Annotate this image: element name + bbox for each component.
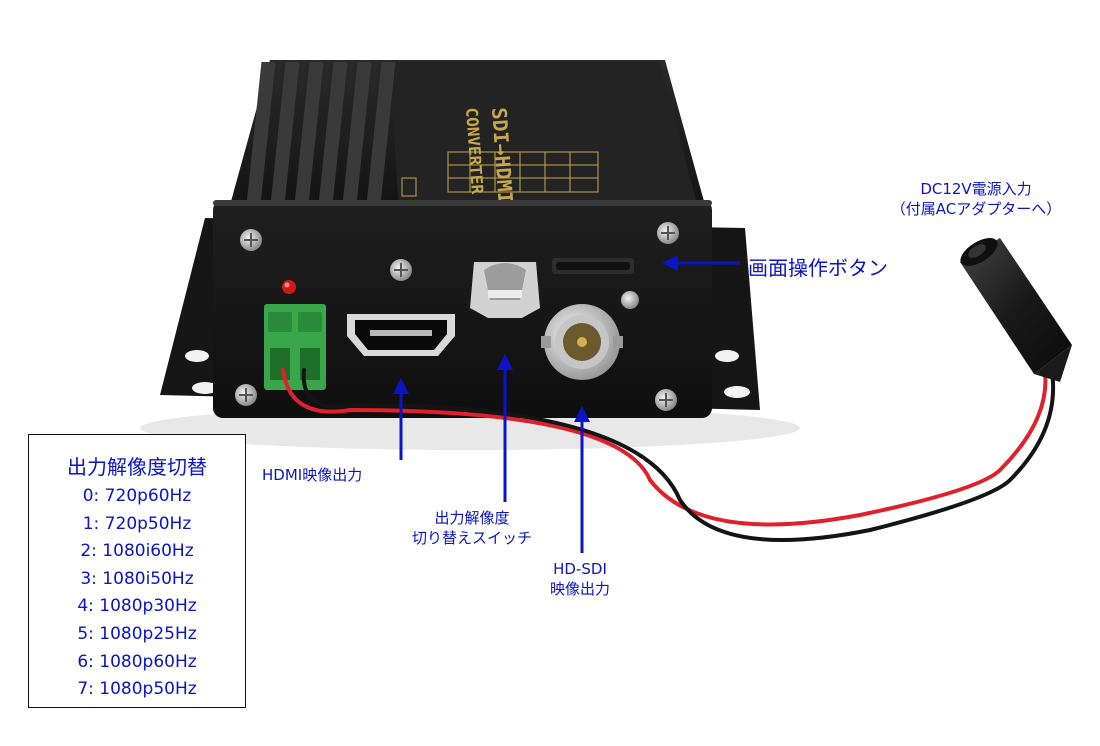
power-cable <box>281 368 1056 542</box>
resolution-switch-label: 出力解像度 切り替えスイッチ <box>372 508 572 548</box>
screws <box>235 222 679 411</box>
legend-item: 2: 1080i60Hz <box>80 541 194 562</box>
resolution-switch-label-line1: 出力解像度 <box>434 509 510 527</box>
dc-power-terminal-block <box>264 304 326 390</box>
legend-item: 4: 1080p30Hz <box>77 596 197 617</box>
legend-item: 1: 720p50Hz <box>82 513 192 534</box>
power-led <box>282 280 296 294</box>
heatsink-fins <box>246 62 396 202</box>
osd-button-label: 画面操作ボタン <box>748 256 888 280</box>
legend-item: 5: 1080p25Hz <box>77 623 197 644</box>
dc-power-plug <box>960 238 1072 382</box>
legend-item: 7: 1080p50Hz <box>77 679 197 700</box>
resolution-rotary-switch <box>470 262 540 318</box>
legend-item: 6: 1080p60Hz <box>77 651 197 672</box>
power-input-label-line2: （付属ACアダプターへ） <box>890 200 1062 218</box>
resolution-switch-label-line2: 切り替えスイッチ <box>411 529 532 547</box>
hdmi-port <box>347 314 455 356</box>
resolution-legend-box: 出力解像度切替 0: 720p60Hz 1: 720p50Hz 2: 1080i… <box>28 434 246 708</box>
legend-item: 3: 1080i50Hz <box>80 568 194 589</box>
legend-title: 出力解像度切替 <box>67 455 207 479</box>
power-input-label: DC12V電源入力 （付属ACアダプターへ） <box>850 179 1100 219</box>
hd-sdi-output-label-line1: HD-SDI <box>553 560 607 578</box>
hd-sdi-output-label: HD-SDI 映像出力 <box>520 559 640 599</box>
legend-item: 0: 720p60Hz <box>82 486 192 506</box>
annotation-arrows <box>393 255 740 553</box>
hd-sdi-bnc-connector <box>541 304 623 380</box>
hdmi-output-label: HDMI映像出力 <box>262 466 363 484</box>
power-input-label-line1: DC12V電源入力 <box>920 180 1032 198</box>
osd-buttons <box>552 258 634 274</box>
hd-sdi-output-label-line2: 映像出力 <box>549 580 610 598</box>
